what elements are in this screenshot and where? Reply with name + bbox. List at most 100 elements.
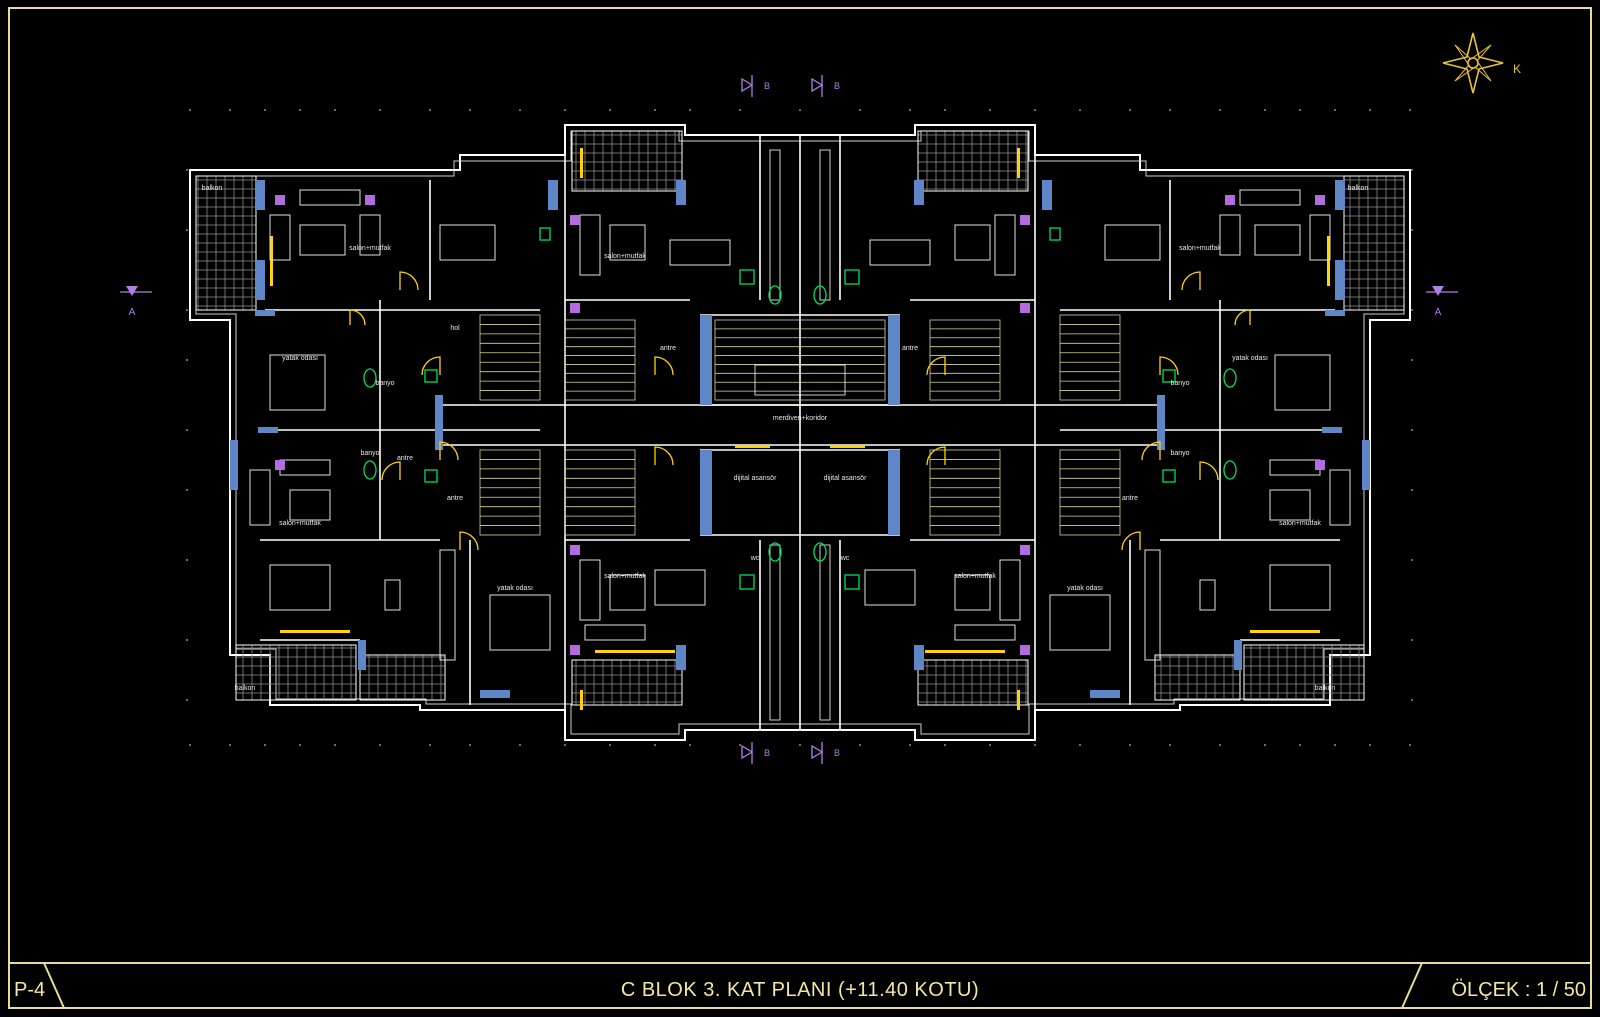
toilet-fixture bbox=[1223, 460, 1237, 480]
furniture-piece bbox=[954, 574, 991, 611]
section-letter: B bbox=[764, 81, 770, 91]
furniture-piece bbox=[1104, 224, 1161, 261]
furniture-piece bbox=[579, 559, 601, 621]
furniture-piece bbox=[439, 224, 496, 261]
door-slab bbox=[270, 236, 273, 286]
grid-dot bbox=[186, 359, 188, 361]
grid-dot bbox=[609, 109, 611, 111]
furniture-piece bbox=[359, 214, 381, 256]
furniture bbox=[249, 149, 1351, 721]
window bbox=[255, 260, 265, 300]
stair-outline bbox=[564, 449, 636, 536]
column-marker bbox=[365, 195, 375, 205]
section-letter: B bbox=[834, 748, 840, 758]
grid-dot bbox=[1264, 744, 1266, 746]
window bbox=[700, 315, 712, 405]
kitchen-counter bbox=[769, 149, 781, 301]
furniture-piece bbox=[269, 214, 291, 261]
sink-fixture bbox=[844, 269, 860, 285]
interior-walls bbox=[260, 135, 1340, 730]
grid-dot bbox=[859, 109, 861, 111]
furniture-piece bbox=[864, 569, 916, 606]
grid-dot bbox=[429, 744, 431, 746]
stair-landing bbox=[754, 364, 846, 396]
room-banyo-sw: banyo bbox=[360, 450, 379, 457]
door-slab bbox=[580, 148, 583, 178]
stair-outline bbox=[479, 449, 541, 536]
grid-dot bbox=[299, 744, 301, 746]
door-slab bbox=[925, 650, 1005, 653]
grid-dot bbox=[379, 109, 381, 111]
sink-fixture bbox=[539, 227, 551, 241]
grid-dot bbox=[1411, 699, 1413, 701]
grid-dot bbox=[564, 744, 566, 746]
grid-dot bbox=[186, 639, 188, 641]
drawing-scale: ÖLÇEK : 1 / 50 bbox=[1451, 979, 1586, 1001]
grid-dot bbox=[1299, 744, 1301, 746]
toilet-fixture bbox=[813, 542, 827, 562]
grid-dot bbox=[739, 744, 741, 746]
window bbox=[1090, 690, 1120, 698]
door-slab bbox=[1017, 690, 1020, 710]
room-banyo-se: banyo bbox=[1170, 450, 1189, 457]
furniture-piece bbox=[249, 469, 271, 526]
grid-dot bbox=[186, 559, 188, 561]
grid-dot bbox=[609, 744, 611, 746]
grid-dot bbox=[1411, 489, 1413, 491]
grid-dot bbox=[1411, 169, 1413, 171]
furniture-piece bbox=[669, 239, 731, 266]
grid-dot bbox=[299, 109, 301, 111]
door-swing bbox=[1199, 461, 1219, 481]
grid-dot bbox=[264, 109, 266, 111]
door-slab bbox=[830, 445, 865, 448]
door-slab bbox=[595, 650, 675, 653]
room-balkon-sw: balkon bbox=[235, 685, 256, 692]
door-swing bbox=[926, 356, 946, 376]
room-antre-nc: antre bbox=[660, 345, 676, 352]
room-balkon-ne: balkon bbox=[1348, 185, 1369, 192]
window bbox=[1325, 310, 1345, 316]
section-arrow-icon bbox=[741, 77, 754, 93]
room-wc-2: wc bbox=[840, 555, 850, 562]
grid-dot bbox=[1079, 109, 1081, 111]
furniture-piece bbox=[1329, 469, 1351, 526]
room-yatak-se: yatak odası bbox=[1067, 585, 1103, 592]
kitchen-counter bbox=[819, 544, 831, 721]
grid-dot bbox=[1334, 744, 1336, 746]
room-yatak-sw: yatak odası bbox=[497, 585, 533, 592]
furniture-piece bbox=[584, 624, 646, 641]
column-marker bbox=[1315, 460, 1325, 470]
room-antre-ne: antre bbox=[902, 345, 918, 352]
sink-fixture bbox=[1162, 469, 1176, 483]
furniture-piece bbox=[579, 214, 601, 276]
window bbox=[1322, 427, 1342, 433]
room-antre-se: antre bbox=[1122, 495, 1138, 502]
grid-dot bbox=[1264, 109, 1266, 111]
grid-dot bbox=[469, 109, 471, 111]
grid-dot bbox=[1129, 109, 1131, 111]
sink-fixture bbox=[1162, 369, 1176, 383]
window bbox=[676, 180, 686, 205]
window bbox=[480, 690, 510, 698]
window bbox=[258, 427, 278, 433]
section-arrow-icon bbox=[811, 77, 824, 93]
furniture-piece bbox=[999, 559, 1021, 621]
compass-star-icon bbox=[1442, 32, 1504, 94]
column-marker bbox=[570, 645, 580, 655]
room-salon-se: salon+mutfak bbox=[1279, 520, 1321, 527]
room-yatak-ne: yatak odası bbox=[1232, 355, 1268, 362]
stair-outline bbox=[479, 314, 541, 401]
furniture-piece bbox=[384, 579, 401, 611]
grid-dot bbox=[1334, 109, 1336, 111]
balcony-tile-area bbox=[359, 654, 446, 701]
grid-dot bbox=[469, 744, 471, 746]
grid-dot bbox=[799, 109, 801, 111]
toilet-fixture bbox=[768, 542, 782, 562]
grid-dot bbox=[1411, 229, 1413, 231]
compass-north-letter: K bbox=[1513, 62, 1521, 76]
grid-dot bbox=[1219, 744, 1221, 746]
door-slab bbox=[1017, 148, 1020, 178]
window bbox=[888, 315, 900, 405]
furniture-piece bbox=[1269, 489, 1311, 521]
